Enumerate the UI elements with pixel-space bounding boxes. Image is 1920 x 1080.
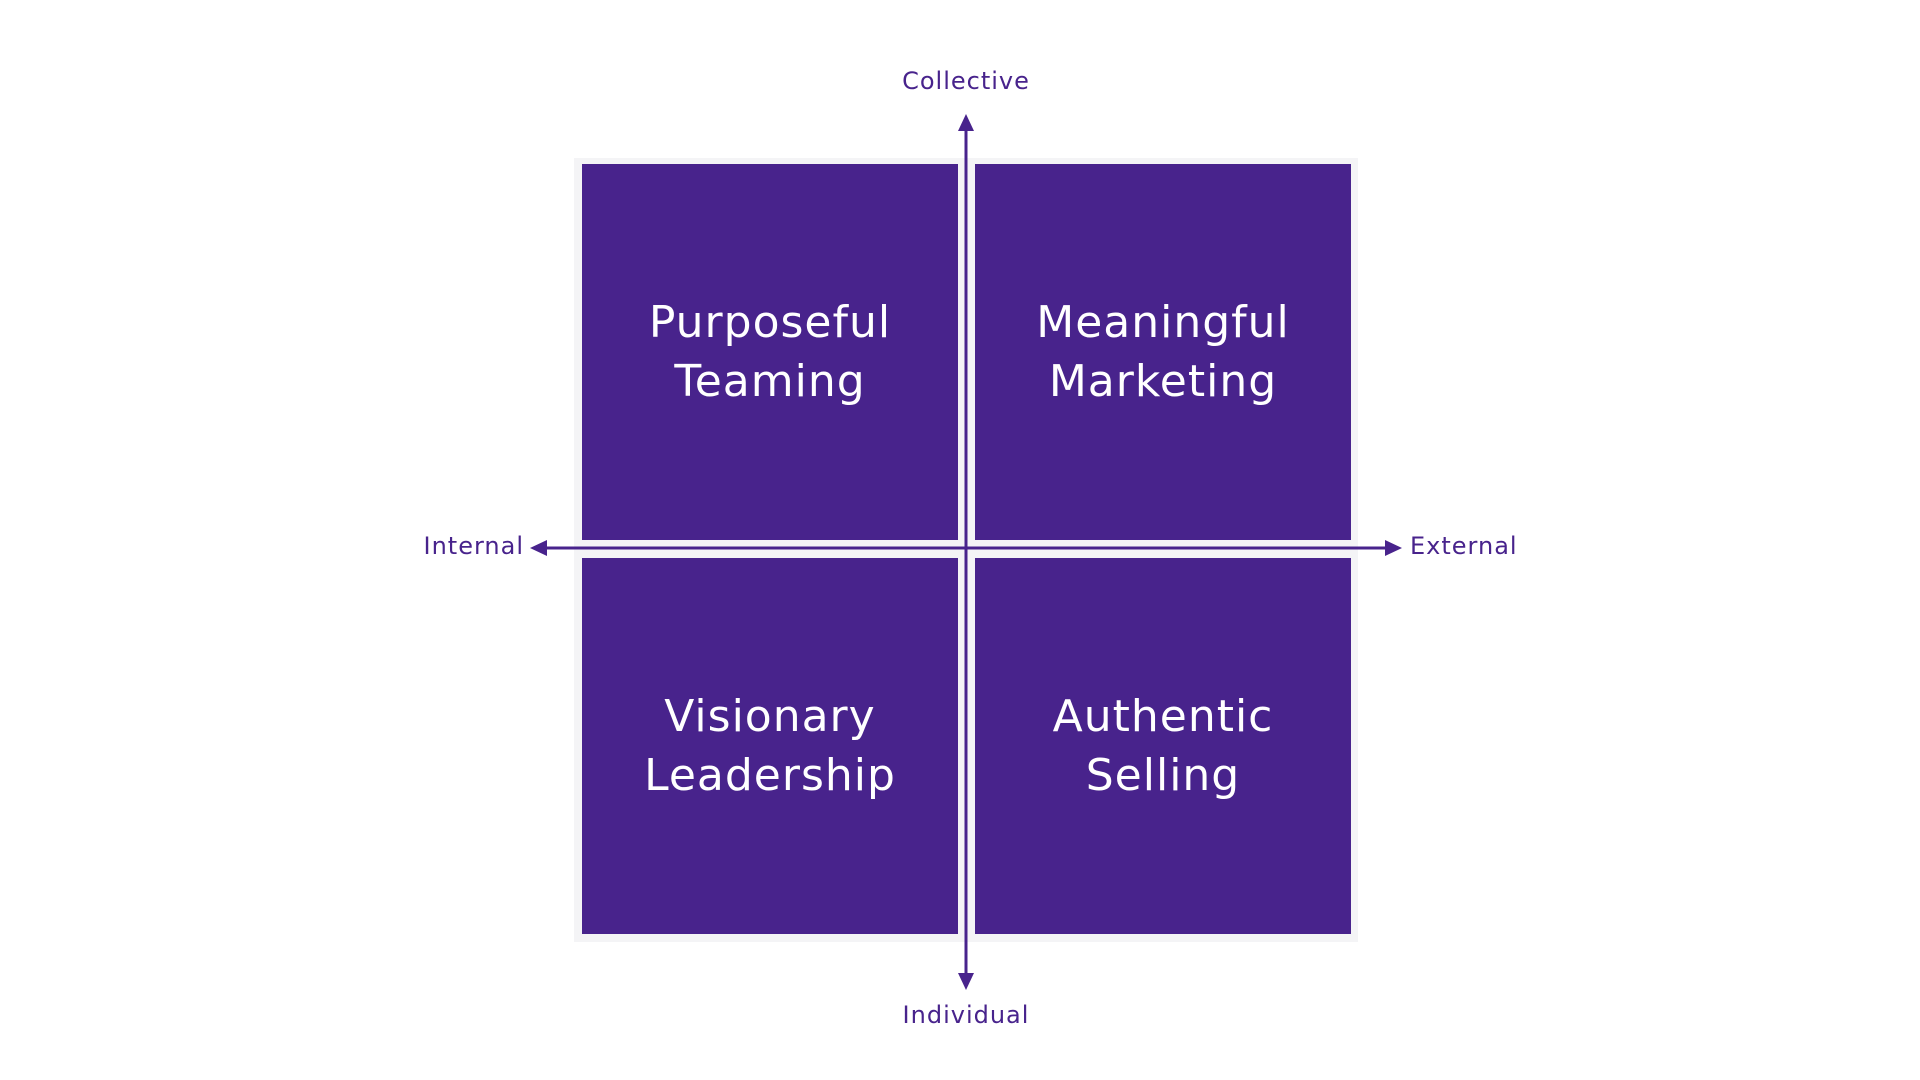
quadrant-label-purposeful-teaming: Purposeful Teaming [648, 297, 892, 407]
axis-label-external: External [1410, 532, 1518, 560]
quadrant-purposeful-teaming: Purposeful Teaming [582, 164, 958, 540]
axis-label-collective: Collective [902, 67, 1030, 95]
quadrant-visionary-leadership: Visionary Leadership [582, 558, 958, 934]
quadrant-label-authentic-selling: Authentic Selling [1052, 691, 1274, 801]
arrow-right-icon [1385, 540, 1402, 556]
axis-label-individual: Individual [902, 1001, 1030, 1029]
axis-label-internal: Internal [423, 532, 524, 560]
quadrant-label-meaningful-marketing: Meaningful Marketing [1036, 297, 1290, 407]
quadrant-meaningful-marketing: Meaningful Marketing [975, 164, 1351, 540]
arrow-left-icon [530, 540, 547, 556]
arrow-up-icon [958, 114, 974, 131]
arrow-down-icon [958, 973, 974, 990]
quadrant-authentic-selling: Authentic Selling [975, 558, 1351, 934]
quadrant-label-visionary-leadership: Visionary Leadership [644, 691, 896, 801]
